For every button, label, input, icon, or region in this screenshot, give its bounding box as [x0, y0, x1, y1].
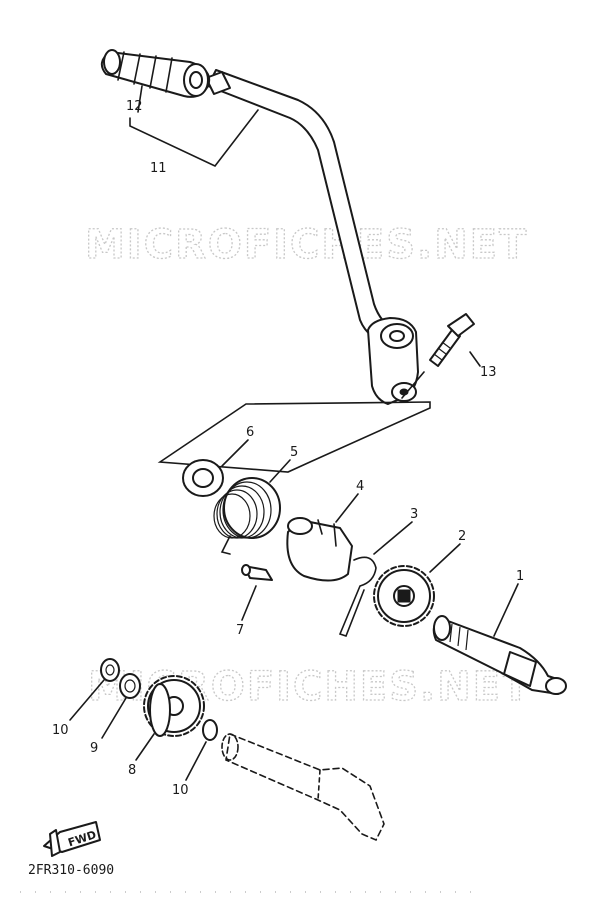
diagram-code: 2FR310-6090 [28, 863, 114, 878]
assembly-link [401, 371, 425, 399]
callout-10a: 10 [52, 723, 69, 738]
leader-12 [137, 85, 143, 113]
circlip-10b [202, 719, 218, 741]
assembly-outline [157, 401, 431, 473]
leader-5 [269, 459, 291, 483]
spring-5 [213, 477, 281, 555]
ratchet-4 [286, 517, 353, 582]
leader-10a [69, 679, 105, 721]
callout-12: 12 [126, 99, 143, 114]
watermark-top: MICROFICHES.NET [85, 222, 528, 268]
callout-6: 6 [246, 425, 254, 440]
reference-shaft [221, 732, 385, 842]
kick-grip [100, 49, 211, 98]
circlip-10a [100, 658, 120, 682]
callout-2: 2 [458, 529, 466, 544]
leader-7 [241, 585, 257, 621]
bolt-7 [241, 564, 273, 581]
leader-10b [185, 741, 207, 781]
leader-13 [469, 351, 481, 367]
callout-13: 13 [480, 365, 497, 380]
clip-3 [338, 556, 377, 637]
bolt-13 [429, 313, 475, 367]
leader-9 [101, 697, 127, 739]
callout-11: 11 [150, 161, 167, 176]
callout-3: 3 [410, 507, 418, 522]
gear-8 [143, 675, 205, 737]
leader-6 [221, 439, 249, 467]
callout-1: 1 [516, 569, 524, 584]
callout-7: 7 [236, 623, 244, 638]
gear-2 [373, 565, 435, 627]
leader-4 [335, 493, 359, 523]
leader-2 [429, 543, 461, 573]
leader-8 [135, 733, 155, 761]
callout-10b: 10 [172, 783, 189, 798]
callout-bracket-11 [129, 109, 259, 167]
washer-9 [119, 673, 141, 699]
washer-6 [182, 459, 224, 497]
fwd-arrow-icon [43, 821, 101, 857]
callout-9: 9 [90, 741, 98, 756]
callout-4: 4 [356, 479, 364, 494]
leader-1 [493, 583, 519, 637]
callout-5: 5 [290, 445, 298, 460]
kick-shaft-1 [432, 615, 567, 695]
leader-3 [373, 521, 413, 555]
callout-8: 8 [128, 763, 136, 778]
